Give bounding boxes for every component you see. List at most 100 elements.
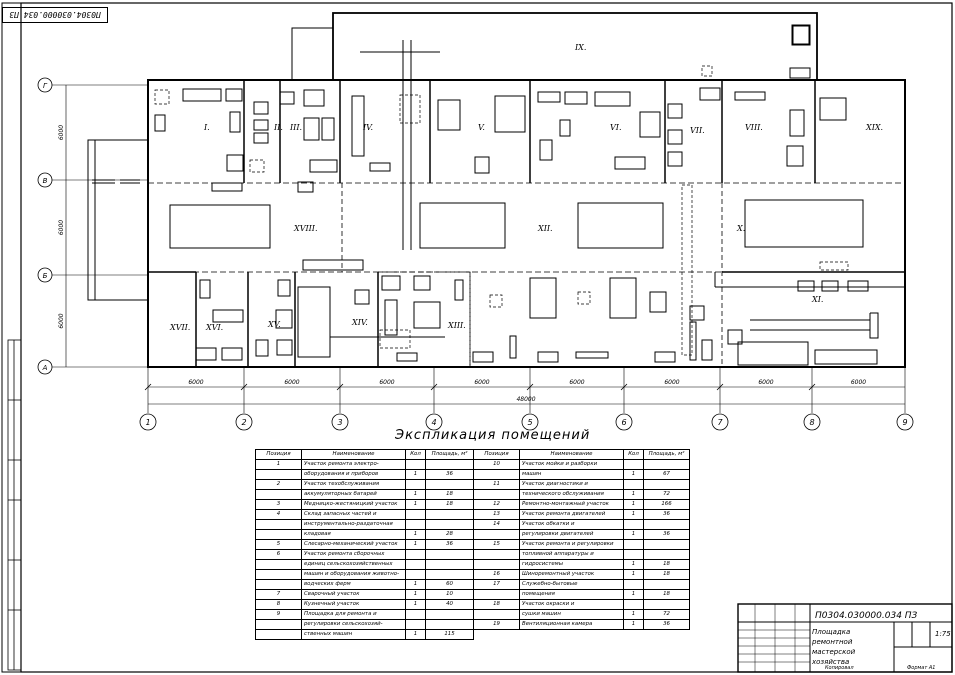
table-cell: 1: [405, 539, 426, 550]
table-cell: 8: [255, 599, 302, 610]
axis-bubble-col: [711, 413, 729, 431]
table-cell: [623, 579, 644, 590]
table-cell: 166: [643, 499, 690, 510]
table-cell: 18: [425, 489, 474, 500]
table-cell: 1: [405, 469, 426, 480]
table-cell: [405, 509, 426, 520]
axis-label-col: 6: [621, 418, 626, 427]
table-cell: [623, 519, 644, 530]
table-cell: 12: [473, 499, 520, 510]
axis-bubble-row: [37, 172, 53, 188]
title-line-1: Площадка ремонтной: [812, 628, 853, 646]
axis-label-col: 4: [431, 418, 436, 427]
table-cell: [623, 479, 644, 490]
table-cell: Участок окраски и: [519, 599, 624, 610]
room-label: III.: [289, 123, 302, 132]
table-cell: помещения: [519, 589, 624, 600]
table-cell: 1: [623, 589, 644, 600]
table-cell: 1: [255, 459, 302, 470]
table-cell: Сварочный участок: [301, 589, 406, 600]
table-cell: 36: [643, 509, 690, 520]
axis-bubble-col: [615, 413, 633, 431]
table-cell: 3: [255, 499, 302, 510]
table-cell: 1: [623, 569, 644, 580]
table-cell: [643, 599, 690, 610]
dimension-side: 6000: [58, 125, 65, 140]
table-cell: 1: [623, 509, 644, 520]
table-cell: 36: [643, 619, 690, 630]
table-cell: сушки машин: [519, 609, 624, 620]
table-cell: 6: [255, 549, 302, 560]
room-label: XVIII.: [293, 224, 318, 233]
axis-bubble-col: [896, 413, 914, 431]
axis-label-col: 3: [337, 418, 342, 427]
format-label: Формат А1: [907, 665, 936, 671]
dashed-equipment: [154, 65, 849, 356]
axis-bubble-col: [235, 413, 253, 431]
table-cell: Шиноремонтный участок: [519, 569, 624, 580]
dimension-total: 48000: [516, 396, 535, 403]
axis-label-col: 2: [241, 418, 246, 427]
room-labels: I.II.III.IV.V.VI.VII.VIII.IX.X.XI.XII.XI…: [169, 43, 883, 332]
table-cell: [405, 479, 426, 490]
table-cell: [255, 579, 302, 590]
dimension-span: 6000: [188, 379, 203, 386]
table-cell: 5: [255, 539, 302, 550]
table-cell: Участок ремонта сборочных: [301, 549, 406, 560]
axis-label-col: 1: [145, 418, 150, 427]
room-label: I.: [203, 123, 210, 132]
table-cell: [425, 549, 474, 560]
axis-label-col: 7: [717, 418, 723, 427]
table-cell: Склад запасных частей и: [301, 509, 406, 520]
table-cell: 72: [643, 609, 690, 620]
table-header-cell: Площадь, м²: [643, 449, 690, 460]
axis-label-row: А: [42, 364, 48, 372]
room-label: XIX.: [865, 123, 883, 132]
table-cell: [473, 549, 520, 560]
table-cell: технического обслуживания: [519, 489, 624, 500]
title-block-scale: 1:75: [935, 630, 951, 638]
table-cell: 1: [405, 489, 426, 500]
room-label: XI.: [811, 295, 823, 304]
format-label-text: Формат: [907, 665, 928, 671]
dimension-span: 6000: [379, 379, 394, 386]
axis-bubble-row: [37, 267, 53, 283]
table-cell: [473, 469, 520, 480]
table-cell: 1: [623, 529, 644, 540]
table-cell: топливной аппаратуры и: [519, 549, 624, 560]
table-cell: 2: [255, 479, 302, 490]
room-label: XII.: [537, 224, 553, 233]
dimension-span: 6000: [851, 379, 866, 386]
table-cell: 36: [425, 539, 474, 550]
axis-bubble-col: [425, 413, 443, 431]
table-cell: Слесарно-механический участок: [301, 539, 406, 550]
title-block-title: Площадка ремонтной мастерской хозяйства: [812, 627, 892, 667]
table-cell: 115: [425, 629, 474, 640]
table-cell: [425, 509, 474, 520]
room-label: V.: [478, 123, 485, 132]
table-cell: [405, 549, 426, 560]
table-cell: Участок ремонта двигателей: [519, 509, 624, 520]
table-cell: инструментально-раздаточная: [301, 519, 406, 530]
table-cell: кладовая: [301, 529, 406, 540]
table-cell: [623, 459, 644, 470]
explication-heading: Экспликация помещений: [395, 428, 591, 443]
table-cell: [405, 459, 426, 470]
title-block: [737, 603, 953, 673]
table-cell: 18: [473, 599, 520, 610]
table-cell: [405, 519, 426, 530]
table-cell: [255, 619, 302, 630]
table-cell: гидросистемы: [519, 559, 624, 570]
dimension-span: 6000: [664, 379, 679, 386]
axis-label-col: 5: [527, 418, 532, 427]
